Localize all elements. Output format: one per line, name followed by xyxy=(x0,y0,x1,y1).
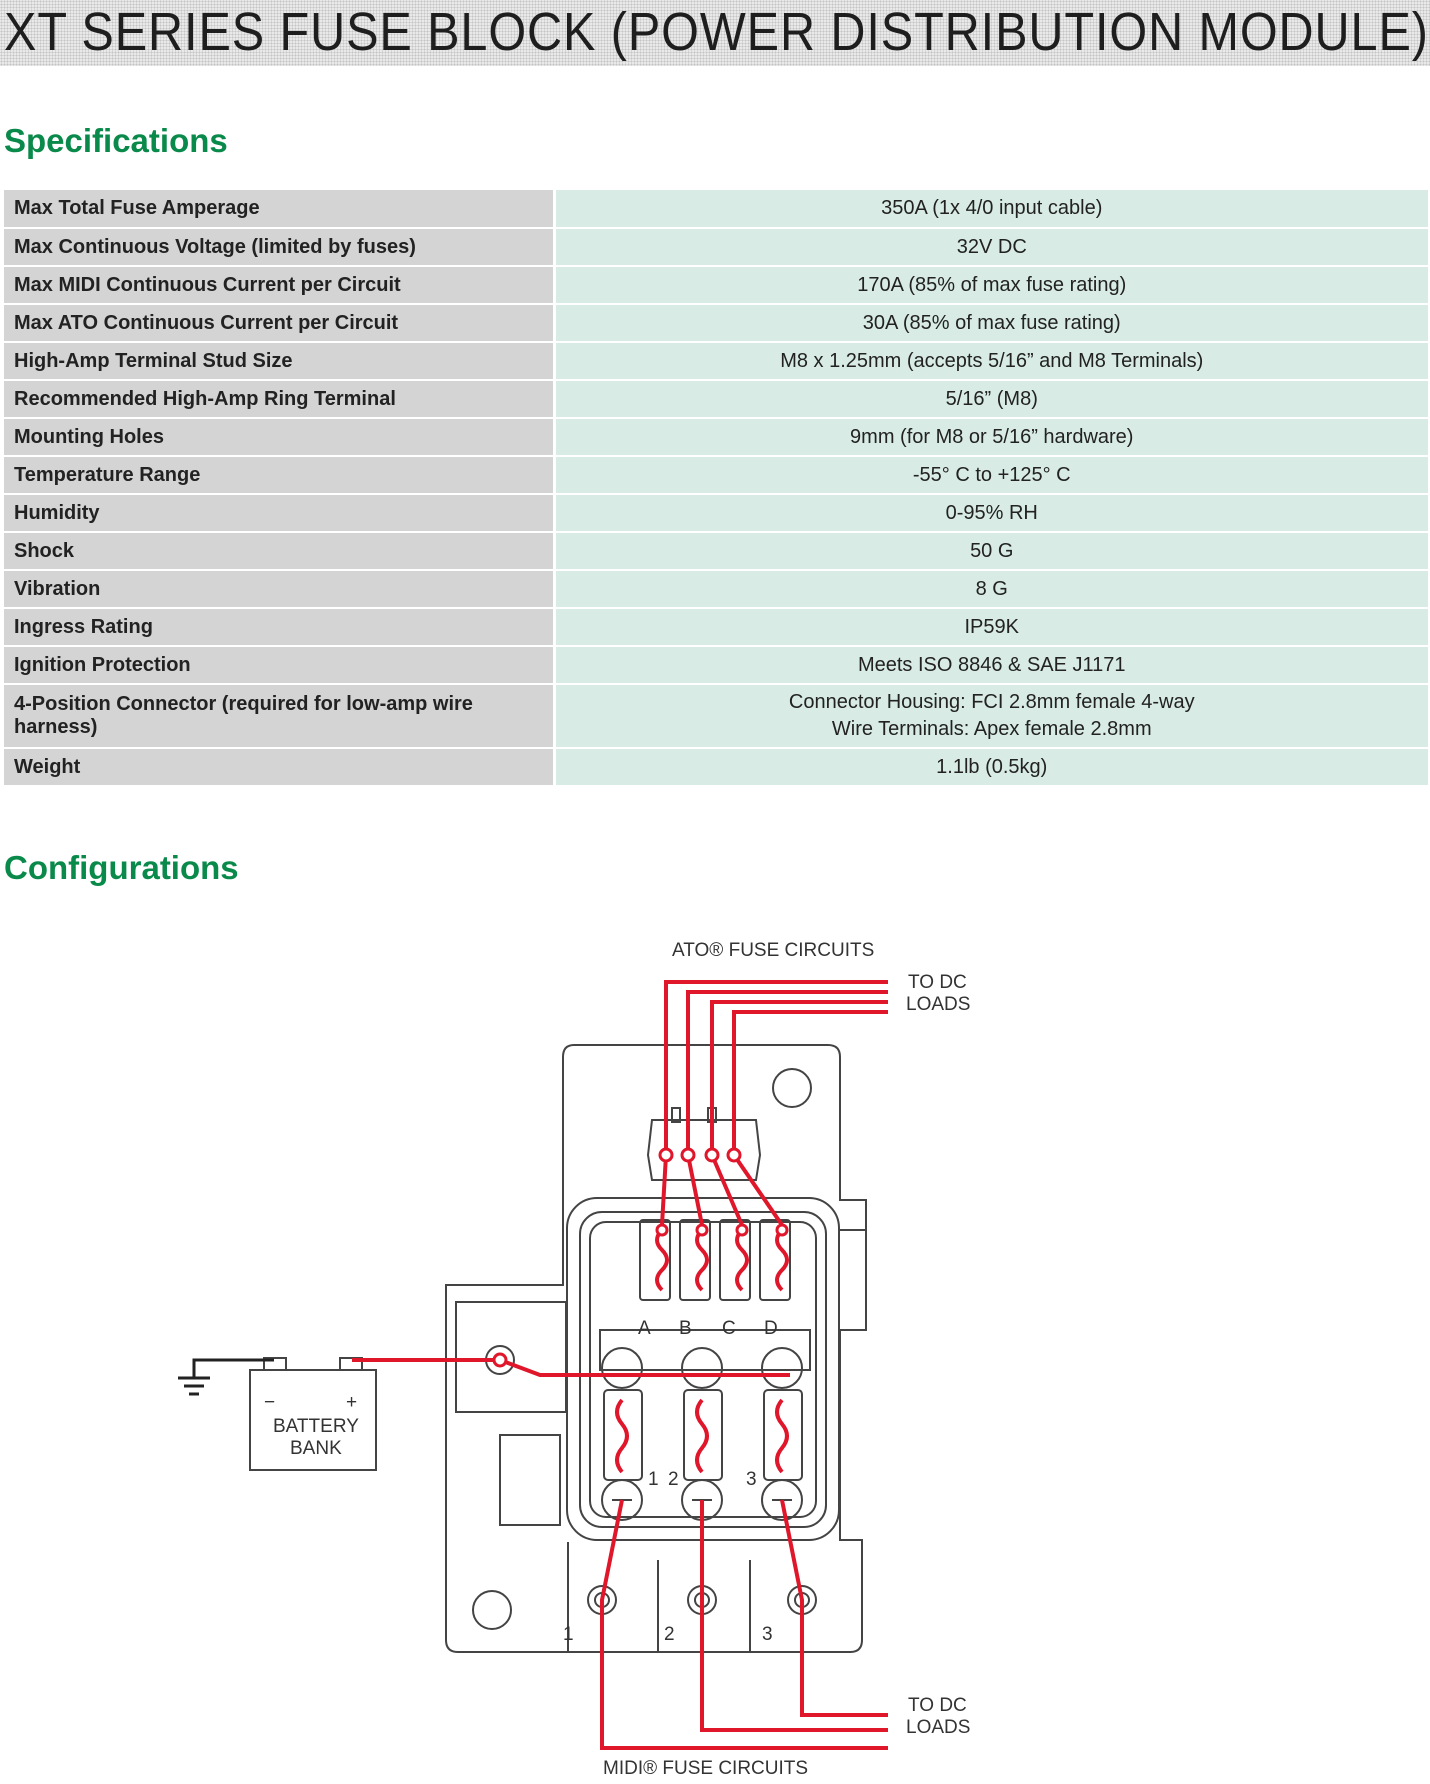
spec-value: 30A (85% of max fuse rating) xyxy=(554,304,1428,343)
spec-label: 4-Position Connector (required for low-a… xyxy=(4,684,556,749)
spec-row: Mounting Holes 9mm (for M8 or 5/16” hardw… xyxy=(4,418,1428,457)
spec-row: Temperature Range -55° C to +125° C xyxy=(4,456,1428,495)
spec-value: 9mm (for M8 or 5/16” hardware) xyxy=(554,418,1428,457)
spec-label: Vibration xyxy=(4,570,556,609)
spec-label: Temperature Range xyxy=(4,456,556,495)
ato-slot-d: D xyxy=(764,1318,778,1339)
spec-row: 4-Position Connector (required for low-a… xyxy=(4,684,1428,749)
spec-label: Max ATO Continuous Current per Circuit xyxy=(4,304,556,343)
spec-label: Max Continuous Voltage (limited by fuses… xyxy=(4,228,556,267)
spec-label: Max MIDI Continuous Current per Circuit xyxy=(4,266,556,305)
spec-value-line: 50 G xyxy=(970,539,1014,562)
output-stud-2: 2 xyxy=(664,1624,675,1645)
midi-slot-1: 1 xyxy=(648,1469,659,1490)
wiring-diagram-svg: ATO® FUSE CIRCUITS TO DC LOADS TO DC LOA… xyxy=(178,940,970,1779)
spec-row: Vibration 8 G xyxy=(4,570,1428,609)
configurations-heading: Configurations xyxy=(4,849,239,886)
output-stud-labels: 1 2 3 xyxy=(563,1624,773,1645)
spec-value: M8 x 1.25mm (accepts 5/16” and M8 Termin… xyxy=(554,342,1428,381)
spec-label: Weight xyxy=(4,748,556,787)
battery-minus-sign: − xyxy=(264,1392,275,1413)
ground-symbol xyxy=(178,1358,274,1396)
battery-label-line1: BATTERY xyxy=(273,1416,359,1437)
midi-slot-2: 2 xyxy=(668,1469,679,1490)
spec-label: Recommended High-Amp Ring Terminal xyxy=(4,380,556,419)
ato-slot-a: A xyxy=(638,1318,651,1339)
ato-fuse-circuits-label: ATO® FUSE CIRCUITS xyxy=(672,940,874,961)
spec-label: Ingress Rating xyxy=(4,608,556,647)
spec-value: Meets ISO 8846 & SAE J1171 xyxy=(554,646,1428,685)
to-dc-loads-top-line2: LOADS xyxy=(906,994,970,1015)
spec-value-line: 0-95% RH xyxy=(945,501,1038,524)
spec-label: Shock xyxy=(4,532,556,571)
spec-value: 350A (1x 4/0 input cable) xyxy=(554,190,1428,229)
spec-row: Ingress Rating IP59K xyxy=(4,608,1428,647)
spec-value: -55° C to +125° C xyxy=(554,456,1428,495)
spec-value-line: 5/16” (M8) xyxy=(945,387,1038,410)
battery-bank xyxy=(249,1357,377,1471)
midi-slot-labels: 1 2 3 xyxy=(648,1469,757,1490)
midi-fuse-circuits-label: MIDI® FUSE CIRCUITS xyxy=(603,1758,808,1779)
spec-value-line: -55° C to +125° C xyxy=(912,463,1071,486)
spec-value: 170A (85% of max fuse rating) xyxy=(554,266,1428,305)
ato-slot-b: B xyxy=(679,1318,692,1339)
spec-value: 8 G xyxy=(554,570,1428,609)
spec-value-line: 32V DC xyxy=(956,235,1027,258)
midi-slot-3: 3 xyxy=(746,1469,757,1490)
spec-value: IP59K xyxy=(554,608,1428,647)
output-stud-3: 3 xyxy=(762,1624,773,1645)
spec-value-line: Meets ISO 8846 & SAE J1171 xyxy=(857,653,1126,676)
spec-value-line: Connector Housing: FCI 2.8mm female 4-wa… xyxy=(788,691,1195,713)
spec-label: Max Total Fuse Amperage xyxy=(4,190,556,229)
battery-label-line2: BANK xyxy=(290,1438,342,1459)
spec-row: Max Continuous Voltage (limited by fuses… xyxy=(4,228,1428,267)
spec-value: Connector Housing: FCI 2.8mm female 4-wa… xyxy=(554,684,1428,749)
ato-slot-labels: A B C D xyxy=(638,1318,778,1339)
specifications-table: Max Total Fuse Amperage 350A (1x 4/0 inpu… xyxy=(4,190,1428,787)
spec-value-line: M8 x 1.25mm (accepts 5/16” and M8 Termin… xyxy=(780,349,1204,372)
spec-value-line: 170A (85% of max fuse rating) xyxy=(857,273,1127,296)
spec-row: Recommended High-Amp Ring Terminal 5/16” … xyxy=(4,380,1428,419)
spec-label: Humidity xyxy=(4,494,556,533)
spec-row: Max ATO Continuous Current per Circuit 30… xyxy=(4,304,1428,343)
spec-value-line: 30A (85% of max fuse rating) xyxy=(862,311,1121,334)
spec-value-line: Wire Terminals: Apex female 2.8mm xyxy=(831,718,1152,740)
spec-value: 1.1lb (0.5kg) xyxy=(554,748,1428,787)
spec-value: 32V DC xyxy=(554,228,1428,267)
page-title: XT SERIES FUSE BLOCK (POWER DISTRIBUTION… xyxy=(4,2,1429,62)
spec-row: Weight 1.1lb (0.5kg) xyxy=(4,748,1428,787)
spec-value: 5/16” (M8) xyxy=(554,380,1428,419)
spec-label: High-Amp Terminal Stud Size xyxy=(4,342,556,381)
spec-value: 0-95% RH xyxy=(554,494,1428,533)
output-stud-1: 1 xyxy=(563,1624,574,1645)
spec-row: Ignition Protection Meets ISO 8846 & SAE … xyxy=(4,646,1428,685)
ato-slot-c: C xyxy=(722,1318,736,1339)
spec-label: Ignition Protection xyxy=(4,646,556,685)
to-dc-loads-bottom-line1: TO DC xyxy=(908,1695,967,1716)
connector-pins xyxy=(492,1147,789,1368)
spec-value-line: 1.1lb (0.5kg) xyxy=(936,755,1048,778)
title-bar: XT SERIES FUSE BLOCK (POWER DISTRIBUTION… xyxy=(0,0,1430,66)
to-dc-loads-bottom-line2: LOADS xyxy=(906,1717,970,1738)
spec-row: Max Total Fuse Amperage 350A (1x 4/0 inpu… xyxy=(4,190,1428,229)
battery-plus-sign: + xyxy=(346,1392,357,1413)
fuse-block-body xyxy=(445,1044,867,1653)
spec-value-line: 350A (1x 4/0 input cable) xyxy=(881,197,1103,219)
spec-row: Max MIDI Continuous Current per Circuit 1… xyxy=(4,266,1428,305)
spec-row: High-Amp Terminal Stud Size M8 x 1.25mm (… xyxy=(4,342,1428,381)
spec-value: 50 G xyxy=(554,532,1428,571)
red-wiring xyxy=(352,980,888,1750)
spec-value-line: 9mm (for M8 or 5/16” hardware) xyxy=(850,425,1134,448)
spec-value-line: 8 G xyxy=(975,577,1008,600)
spec-value-line: IP59K xyxy=(964,615,1019,638)
spec-row: Humidity 0-95% RH xyxy=(4,494,1428,533)
to-dc-loads-top-line1: TO DC xyxy=(908,972,967,993)
spec-label: Mounting Holes xyxy=(4,418,556,457)
wiring-diagram: ATO® FUSE CIRCUITS TO DC LOADS TO DC LOA… xyxy=(0,930,1430,1784)
specifications-heading: Specifications xyxy=(4,122,228,159)
spec-row: Shock 50 G xyxy=(4,532,1428,571)
